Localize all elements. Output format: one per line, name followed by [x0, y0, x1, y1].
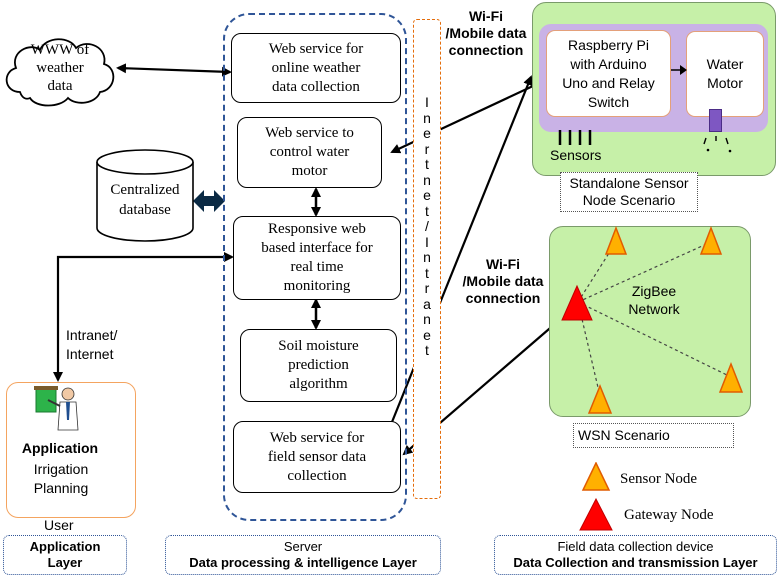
- field-layer-title: Field data collection device: [557, 539, 714, 554]
- database-label: Centralized database: [110, 182, 180, 218]
- arrow-cloud-weather: [116, 63, 232, 77]
- field-layer-label: Field data collection device Data Collec…: [494, 535, 777, 575]
- field-layer-text: Data Collection and transmission Layer: [513, 555, 758, 570]
- prediction-algorithm-label: Soil moisture prediction algorithm: [278, 338, 359, 392]
- weather-cloud: [5, 38, 115, 107]
- pi-label: Raspberry Pi with Arduino Uno and Relay …: [562, 36, 655, 110]
- intranet-bar: [413, 19, 441, 499]
- standalone-caption: Standalone Sensor Node Scenario: [560, 172, 698, 212]
- application-layer-label: Application Layer: [3, 535, 127, 575]
- application-layer-text: Application Layer: [29, 539, 101, 570]
- motor-label: Water Motor: [706, 56, 744, 91]
- motor-service-box: Web service to control water motor: [237, 117, 382, 188]
- sensor-node-right: [718, 361, 744, 393]
- pump-outlet: [709, 109, 722, 132]
- cloud-label: WWW of weather data: [30, 42, 90, 94]
- legend-gateway-label: Gateway Node: [624, 507, 714, 523]
- server-layer-title: Server: [283, 539, 323, 554]
- prediction-algorithm-box: Soil moisture prediction algorithm: [240, 329, 397, 402]
- gateway-node: [561, 284, 593, 321]
- zigbee-label: ZigBee Network: [628, 283, 680, 317]
- sensors-label: Sensors: [550, 147, 602, 163]
- application-title: Application: [21, 440, 99, 456]
- wifi-top-label: Wi-Fi /Mobile data connection: [445, 8, 527, 58]
- application-subtitle: Irrigation Planning: [33, 461, 89, 496]
- legend-gateway-icon: [579, 498, 613, 531]
- pi-to-motor-arrow: [671, 65, 687, 75]
- weather-service-box: Web service for online weather data coll…: [231, 33, 401, 103]
- motor-box: Water Motor: [686, 31, 764, 117]
- intranet-internet-label: Intranet/ Internet: [66, 327, 118, 362]
- server-layer-label: Server Data processing & intelligence La…: [165, 535, 441, 575]
- sensor-node-top-right: [699, 226, 723, 255]
- water-drops-icon: [703, 136, 732, 153]
- presenter-icon: [34, 386, 79, 431]
- pi-box: Raspberry Pi with Arduino Uno and Relay …: [546, 30, 671, 117]
- wsn-network: [561, 226, 744, 414]
- sensor-probes-icon: [558, 130, 592, 145]
- weather-service-label: Web service for online weather data coll…: [268, 40, 364, 95]
- server-frame: [223, 13, 407, 521]
- field-sensor-service-label: Web service for field sensor data collec…: [267, 429, 367, 484]
- wsn-caption: WSN Scenario: [573, 423, 734, 448]
- database-cylinder: [96, 149, 194, 242]
- sensor-node-bottom: [587, 384, 613, 414]
- user-label: User: [44, 517, 74, 533]
- legend-sensor-label: Sensor Node: [620, 471, 698, 487]
- field-sensor-service-box: Web service for field sensor data collec…: [233, 421, 401, 493]
- wifi-mid-label: Wi-Fi /Mobile data connection: [462, 256, 544, 306]
- monitoring-interface-label: Responsive web based interface for real …: [261, 221, 373, 294]
- database-link-arrow: [193, 190, 225, 212]
- arrow-app-interface: [53, 252, 234, 382]
- intranet-label: I n e r t n e t / I n t r a n e t: [423, 94, 431, 358]
- legend-sensor-icon: [581, 462, 611, 491]
- server-layer-text: Data processing & intelligence Layer: [189, 555, 417, 570]
- sensor-node-top-left: [604, 226, 628, 255]
- motor-service-label: Web service to control water motor: [265, 125, 354, 179]
- monitoring-interface-box: Responsive web based interface for real …: [233, 216, 401, 300]
